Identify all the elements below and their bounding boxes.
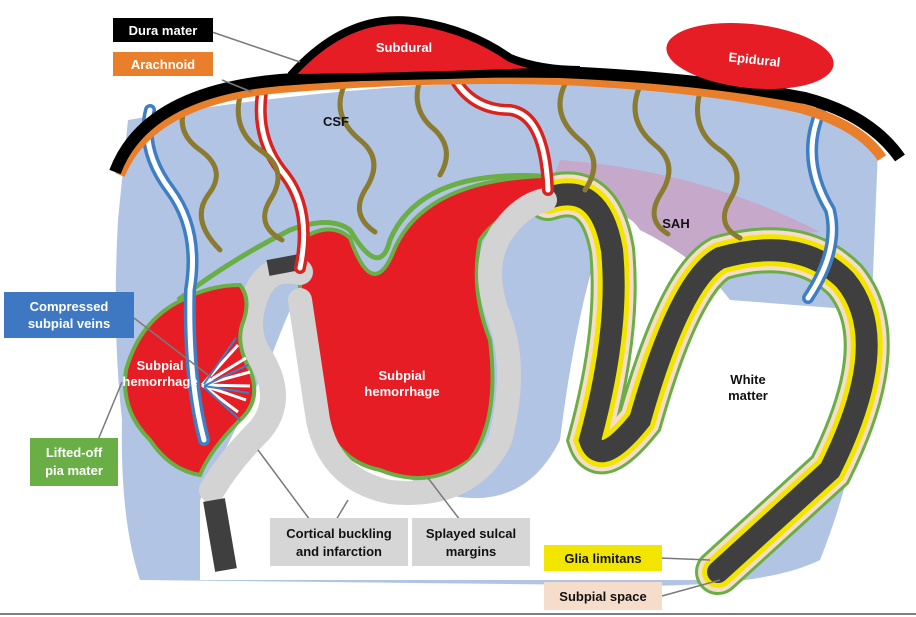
artery-vessels [254,68,554,274]
subpial-space-callout-text: Subpial space [559,589,646,604]
subdural-label: Subdural [376,40,432,55]
splayed-cortex-gray [288,188,557,505]
buckled-cortex-dark-top [266,254,302,276]
compressed-veins-fan-blue [203,337,250,421]
glia-limitans-callout: Glia limitans [544,545,662,571]
buckled-cortex-dark-bottom [203,498,237,572]
subpial-hem-left-label-l1: Subpial [137,358,184,373]
buckled-cortex-gray [199,257,313,503]
epidural-hematoma [666,22,834,90]
glia-limitans-callout-text: Glia limitans [564,551,641,566]
compressed-veins-callout: Compressed subpial veins [4,292,134,338]
white-matter-label-l1: White [730,372,765,387]
vein-vessels [141,104,839,446]
compressed-veins-callout-l2: subpial veins [28,316,110,331]
subpial-hem-center-label-l2: hemorrhage [364,384,439,399]
subpial-hem-left-label-l2: hemorrhage [122,374,197,389]
lifted-pia-callout-l2: pia mater [45,463,103,478]
splayed-sulcal-callout: Splayed sulcal margins [412,518,530,566]
lifted-pia-callout: Lifted-off pia mater [30,438,118,486]
arachnoid-trabeculae [179,77,743,253]
splayed-sulcal-callout-l2: margins [446,544,497,559]
arachnoid-callout: Arachnoid [113,52,213,76]
white-matter-label-l2: matter [728,388,768,403]
arachnoid-callout-text: Arachnoid [131,57,195,72]
sah-label: SAH [662,216,689,231]
subdural-hematoma [288,16,581,83]
lifted-pia-callout-l1: Lifted-off [46,445,103,460]
arachnoid-membrane [115,74,887,177]
right-gyrus [525,171,890,595]
leader-lines [97,31,721,597]
left-pia-boundary [176,173,541,302]
compressed-veins-callout-l1: Compressed [30,299,109,314]
epidural-label: Epidural [728,49,781,69]
dura-mater-callout-text: Dura mater [129,23,198,38]
cortical-buckling-callout-l2: and infarction [296,544,382,559]
splayed-sulcal-callout-l1: Splayed sulcal [426,526,516,541]
subpial-space-callout: Subpial space [544,582,662,610]
cortical-buckling-callout: Cortical buckling and infarction [270,518,408,566]
csf-label: CSF [323,114,349,129]
dura-mater-callout: Dura mater [113,18,213,42]
cortical-buckling-callout-l1: Cortical buckling [286,526,392,541]
subpial-hem-center-label-l1: Subpial [379,368,426,383]
